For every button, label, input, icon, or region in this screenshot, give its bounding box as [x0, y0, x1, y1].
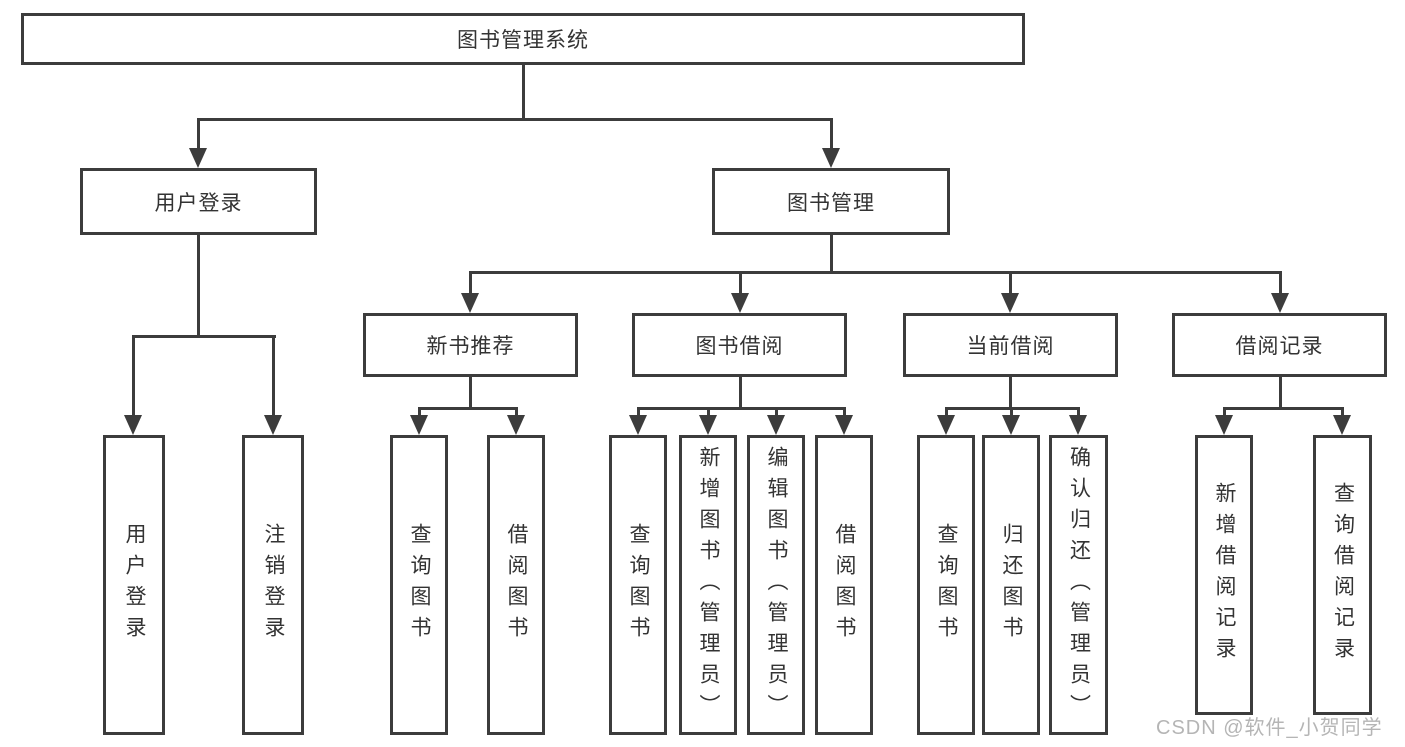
- arrow-down-icon: [822, 148, 840, 168]
- edge-new-book-stem: [468, 377, 472, 407]
- leaf-cb-confirm-return-admin: 确认归还（管理员）: [1049, 435, 1108, 735]
- leaf-user-login-label: 用户登录: [123, 523, 146, 647]
- leaf-nb-borrow-book: 借阅图书: [487, 435, 545, 735]
- edge-book-borrow-stem: [738, 377, 742, 407]
- arrow-down-icon: [1215, 415, 1233, 435]
- arrow-down-icon: [264, 415, 282, 435]
- arrow-down-icon: [1333, 415, 1351, 435]
- edge-to-borrow-records: [1278, 271, 1282, 295]
- edge-book-borrow-bus: [636, 407, 846, 410]
- edge-new-book-bus: [417, 407, 518, 410]
- edge-to-leaf-login: [131, 335, 135, 417]
- leaf-cb-return-book: 归还图书: [982, 435, 1040, 735]
- arrow-down-icon: [1001, 293, 1019, 313]
- edge-leaf: [1009, 407, 1013, 417]
- edge-to-book-borrow: [738, 271, 742, 295]
- node-new-book-rec-label: 新书推荐: [426, 335, 515, 358]
- edge-to-leaf-logout: [271, 335, 275, 417]
- edge-leaf: [514, 407, 518, 417]
- arrow-down-icon: [124, 415, 142, 435]
- node-borrow-records: 借阅记录: [1172, 313, 1387, 377]
- node-current-borrow: 当前借阅: [903, 313, 1118, 377]
- arrow-down-icon: [937, 415, 955, 435]
- leaf-br-add-record-label: 新增借阅记录: [1213, 482, 1236, 668]
- edge-book-mgmt-stem: [829, 235, 833, 271]
- edge-leaf: [1340, 407, 1344, 417]
- edge-root-stem: [521, 65, 525, 118]
- leaf-logout: 注销登录: [242, 435, 304, 735]
- leaf-cb-return-book-label: 归还图书: [1000, 523, 1023, 647]
- edge-borrow-records-bus: [1222, 407, 1344, 410]
- node-book-borrow: 图书借阅: [632, 313, 847, 377]
- edge-current-borrow-stem: [1008, 377, 1012, 407]
- edge-to-new-book: [468, 271, 472, 295]
- arrow-down-icon: [1069, 415, 1087, 435]
- node-user-login: 用户登录: [80, 168, 317, 235]
- edge-user-login-bus: [131, 335, 276, 338]
- leaf-bb-add-book-admin-label: 新增图书（管理员）: [697, 445, 720, 725]
- edge-borrow-records-stem: [1278, 377, 1282, 407]
- edge-leaf: [636, 407, 640, 417]
- node-borrow-records-label: 借阅记录: [1235, 335, 1324, 358]
- edge-leaf: [1076, 407, 1080, 417]
- leaf-bb-add-book-admin: 新增图书（管理员）: [679, 435, 737, 735]
- node-book-borrow-label: 图书借阅: [695, 335, 784, 358]
- leaf-bb-edit-book-admin: 编辑图书（管理员）: [747, 435, 805, 735]
- arrow-down-icon: [629, 415, 647, 435]
- leaf-nb-borrow-book-label: 借阅图书: [505, 523, 528, 647]
- leaf-br-add-record: 新增借阅记录: [1195, 435, 1253, 715]
- leaf-br-search-record-label: 查询借阅记录: [1331, 482, 1355, 668]
- edge-leaf: [1222, 407, 1226, 417]
- leaf-bb-search-book-label: 查询图书: [627, 523, 650, 647]
- csdn-watermark: CSDN @软件_小贺同学: [1156, 717, 1383, 739]
- edge-user-login-stem: [196, 235, 200, 335]
- leaf-cb-confirm-return-admin-label: 确认归还（管理员）: [1067, 445, 1091, 725]
- node-book-mgmt-label: 图书管理: [787, 191, 875, 215]
- arrow-down-icon: [410, 415, 428, 435]
- leaf-nb-search-book: 查询图书: [390, 435, 448, 735]
- node-root: 图书管理系统: [21, 13, 1025, 65]
- edge-leaf: [842, 407, 846, 417]
- node-root-label: 图书管理系统: [457, 29, 589, 52]
- edge-to-user-login: [196, 118, 200, 150]
- edge-to-current-borrow: [1008, 271, 1012, 295]
- arrow-down-icon: [767, 415, 785, 435]
- edge-root-bus: [196, 118, 833, 121]
- leaf-user-login: 用户登录: [103, 435, 165, 735]
- edge-leaf: [944, 407, 948, 417]
- leaf-nb-search-book-label: 查询图书: [408, 523, 431, 647]
- edge-leaf: [774, 407, 778, 417]
- arrow-down-icon: [731, 293, 749, 313]
- node-current-borrow-label: 当前借阅: [966, 335, 1055, 358]
- leaf-cb-search-book-label: 查询图书: [935, 523, 958, 647]
- node-user-login-label: 用户登录: [154, 191, 243, 215]
- arrow-down-icon: [507, 415, 525, 435]
- leaf-bb-edit-book-admin-label: 编辑图书（管理员）: [765, 445, 788, 725]
- arrow-down-icon: [1002, 415, 1020, 435]
- leaf-br-search-record: 查询借阅记录: [1313, 435, 1372, 715]
- leaf-bb-borrow-book: 借阅图书: [815, 435, 873, 735]
- arrow-down-icon: [835, 415, 853, 435]
- arrow-down-icon: [1271, 293, 1289, 313]
- node-book-mgmt: 图书管理: [712, 168, 950, 235]
- node-new-book-rec: 新书推荐: [363, 313, 578, 377]
- edge-leaf: [417, 407, 421, 417]
- leaf-bb-search-book: 查询图书: [609, 435, 667, 735]
- edge-to-book-mgmt: [829, 118, 833, 150]
- leaf-cb-search-book: 查询图书: [917, 435, 975, 735]
- arrow-down-icon: [189, 148, 207, 168]
- arrow-down-icon: [699, 415, 717, 435]
- leaf-logout-label: 注销登录: [262, 523, 285, 647]
- edge-book-mgmt-bus: [468, 271, 1282, 274]
- edge-leaf: [706, 407, 710, 417]
- leaf-bb-borrow-book-label: 借阅图书: [833, 523, 856, 647]
- arrow-down-icon: [461, 293, 479, 313]
